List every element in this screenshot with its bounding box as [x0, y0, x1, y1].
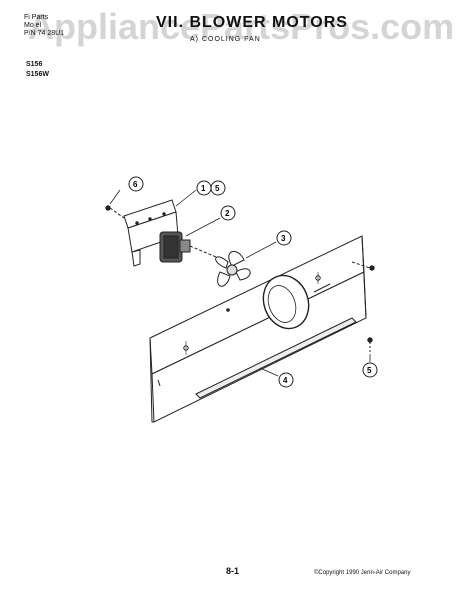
callout-1-label: 1 [201, 184, 206, 193]
fan-blade [215, 251, 251, 287]
back-panel [149, 235, 367, 423]
callout-2: 2 [185, 205, 236, 237]
model-list: S156 S156W [26, 60, 49, 80]
watermark: AppliancePartsPros.com [28, 6, 455, 47]
fan-motor [159, 231, 229, 263]
screw-bottom [367, 337, 373, 352]
screw-left [105, 205, 125, 219]
mounting-bracket [123, 199, 179, 267]
model-item: S156 [26, 61, 43, 68]
callout-3: 3 [245, 230, 292, 259]
header-line-3: P/N 74 28U1 [24, 30, 65, 37]
callout-5: 5 [362, 354, 378, 378]
header-line-1: Fi Parts [24, 14, 49, 21]
callout-4-label: 4 [283, 376, 288, 385]
header-block: Fi Parts Mo el P/N 74 28U1 [24, 14, 64, 38]
callout-2-label: 2 [225, 209, 230, 218]
callout-6-label: 6 [133, 180, 138, 189]
callout-5b-label: 5 [367, 366, 372, 375]
screw-right [351, 261, 375, 271]
model-item: S156W [26, 71, 49, 78]
callout-5-label: 5 [215, 184, 220, 193]
page-title: VII. BLOWER MOTORS [156, 14, 348, 31]
page-subtitle: A) COOLING FAN [190, 36, 261, 43]
header-line-2: Mo el [24, 22, 42, 29]
callout-1-5: 1 5 [175, 180, 226, 207]
copyright-notice: ©Copyright 1990 Jenn-Air Company [314, 570, 411, 576]
callout-3-label: 3 [281, 234, 286, 243]
page-number: 8-1 [226, 566, 240, 576]
callout-4: 4 [259, 367, 294, 388]
callout-6: 6 [109, 176, 144, 205]
